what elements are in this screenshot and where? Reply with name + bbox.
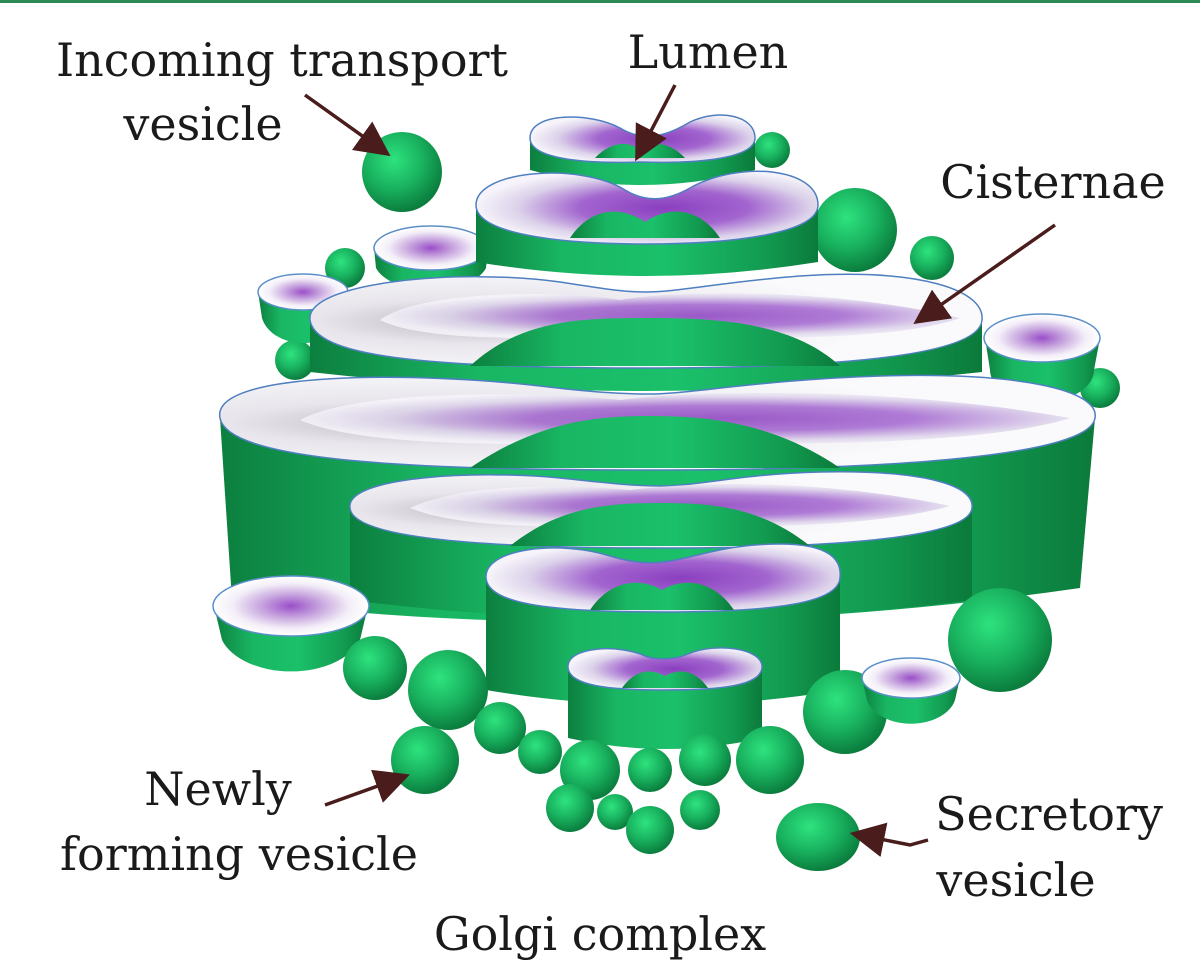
cisterna-2: [475, 170, 819, 276]
front-vesicles: [212, 575, 1052, 871]
arrow-cisternae: [913, 223, 1057, 325]
secretory-vesicle: [776, 803, 860, 871]
arrow-lumen: [635, 84, 677, 162]
arrow-secretory: [849, 822, 929, 857]
cisterna-3: [309, 273, 983, 391]
pointer-arrows: [303, 84, 1057, 857]
arrow-incoming: [303, 93, 391, 157]
top-rule: [0, 0, 1200, 3]
label-cisternae: Cisternae: [940, 155, 1166, 209]
label-incoming-line2: vesicle: [122, 97, 282, 151]
arrow-newly: [324, 769, 410, 807]
label-lumen: Lumen: [628, 25, 789, 79]
label-secretory-line1: Secretory: [935, 787, 1163, 841]
label-newly-line1: Newly: [144, 762, 292, 816]
label-newly-line2: forming vesicle: [60, 827, 418, 881]
label-incoming-line1: Incoming transport: [56, 33, 509, 87]
diagram-title: Golgi complex: [434, 907, 766, 961]
newly-forming-vesicle: [391, 726, 459, 794]
cisterna-7: [567, 647, 763, 749]
back-vesicles: [275, 132, 1120, 408]
label-secretory-line2: vesicle: [935, 853, 1095, 907]
